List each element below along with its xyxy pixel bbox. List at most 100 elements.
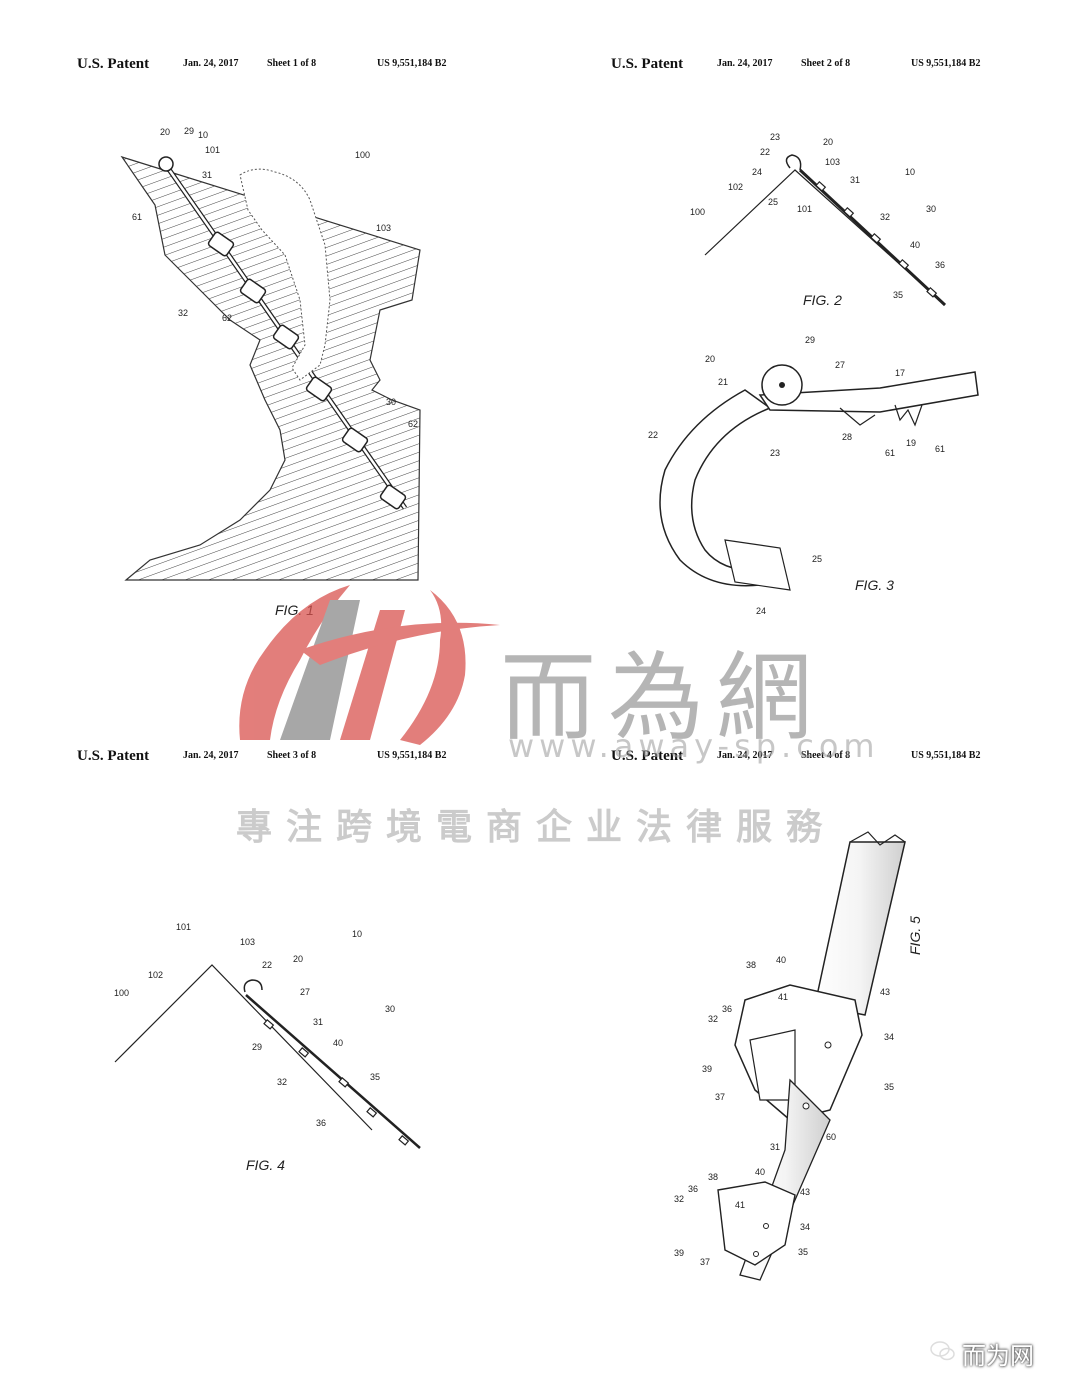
fig1-label: 20 bbox=[160, 127, 170, 137]
fig3-label: 24 bbox=[756, 606, 766, 616]
watermark-title: 而為網 bbox=[500, 642, 824, 754]
sheet2-patent: U.S. Patent bbox=[611, 56, 684, 72]
fig3-arm bbox=[758, 371, 979, 413]
fig1-roof-hatch bbox=[120, 155, 421, 581]
fig5-label: 37 bbox=[700, 1257, 710, 1267]
sheet2-header: U.S. Patent Jan. 24, 2017 Sheet 2 of 8 U… bbox=[611, 55, 980, 73]
fig1-label: 100 bbox=[355, 150, 370, 160]
fig5-label: 39 bbox=[702, 1064, 712, 1074]
fig1-drawing: 20 29 10 101 31 61 100 103 32 62 62 30 F… bbox=[120, 126, 421, 618]
fig2-label: 10 bbox=[905, 167, 915, 177]
fig5-label: 43 bbox=[800, 1187, 810, 1197]
sheet3-date: Jan. 24, 2017 bbox=[183, 750, 239, 761]
wechat-account-tag: 而为网 bbox=[962, 1342, 1034, 1370]
sheet3-sheet: Sheet 3 of 8 bbox=[267, 750, 317, 761]
sheet4-number: US 9,551,184 B2 bbox=[911, 750, 981, 761]
fig2-label: 25 bbox=[768, 197, 778, 207]
fig1-label: 62 bbox=[222, 313, 232, 323]
sheet2-number: US 9,551,184 B2 bbox=[911, 58, 981, 69]
fig4-label: 31 bbox=[313, 1017, 323, 1027]
fig4-label: 20 bbox=[293, 954, 303, 964]
fig2-label: 20 bbox=[823, 137, 833, 147]
fig3-label: 23 bbox=[770, 448, 780, 458]
fig5-tube bbox=[814, 841, 906, 1016]
fig4-label: 103 bbox=[240, 937, 255, 947]
fig1-label: 61 bbox=[132, 212, 142, 222]
fig5-label: 60 bbox=[826, 1132, 836, 1142]
sheet1-number: US 9,551,184 B2 bbox=[377, 58, 447, 69]
sheet4-header: U.S. Patent Jan. 24, 2017 Sheet 4 of 8 U… bbox=[611, 747, 980, 765]
fig3-label: 61 bbox=[935, 444, 945, 454]
fig5-label: 39 bbox=[674, 1248, 684, 1258]
sheet4-date: Jan. 24, 2017 bbox=[717, 750, 773, 761]
wechat-icon bbox=[930, 1341, 955, 1361]
fig5-label: 35 bbox=[798, 1247, 808, 1257]
fig5-label: 41 bbox=[735, 1200, 745, 1210]
fig5-step-small bbox=[717, 1181, 796, 1266]
fig2-title: FIG. 2 bbox=[803, 292, 842, 308]
fig4-label: 100 bbox=[114, 988, 129, 998]
fig3-label: 19 bbox=[906, 438, 916, 448]
watermark-slogan: 專注跨境電商企业法律服務 bbox=[236, 807, 837, 848]
fig2-label: 101 bbox=[797, 204, 812, 214]
fig4-title: FIG. 4 bbox=[246, 1157, 285, 1173]
fig1-label: 32 bbox=[178, 308, 188, 318]
fig2-label: 35 bbox=[893, 290, 903, 300]
fig4-label: 10 bbox=[352, 929, 362, 939]
fig5-label: 34 bbox=[884, 1032, 894, 1042]
fig4-label: 101 bbox=[176, 922, 191, 932]
fig4-label: 36 bbox=[316, 1118, 326, 1128]
fig2-label: 23 bbox=[770, 132, 780, 142]
fig3-label: 22 bbox=[648, 430, 658, 440]
fig5-label: 34 bbox=[800, 1222, 810, 1232]
fig3-drawing: 29 20 21 27 17 22 28 19 61 61 23 25 24 F… bbox=[648, 335, 979, 616]
fig1-label: 30 bbox=[386, 397, 396, 407]
fig3-label: 25 bbox=[812, 554, 822, 564]
fig4-label: 40 bbox=[333, 1038, 343, 1048]
fig4-label: 27 bbox=[300, 987, 310, 997]
fig2-label: 102 bbox=[728, 182, 743, 192]
fig1-label: 10 bbox=[198, 130, 208, 140]
fig4-label: 29 bbox=[252, 1042, 262, 1052]
fig3-label: 28 bbox=[842, 432, 852, 442]
fig4-drawing: 101 103 10 22 20 100 102 27 30 31 29 40 … bbox=[114, 922, 421, 1173]
fig1-label: 62 bbox=[408, 419, 418, 429]
fig5-label: 32 bbox=[708, 1014, 718, 1024]
fig2-hook bbox=[785, 154, 802, 171]
fig2-label: 100 bbox=[690, 207, 705, 217]
fig5-label: 36 bbox=[722, 1004, 732, 1014]
sheet3-number: US 9,551,184 B2 bbox=[377, 750, 447, 761]
fig3-label: 61 bbox=[885, 448, 895, 458]
fig2-label: 30 bbox=[926, 204, 936, 214]
fig1-label: 29 bbox=[184, 126, 194, 136]
fig5-label: 36 bbox=[688, 1184, 698, 1194]
fig4-label: 102 bbox=[148, 970, 163, 980]
watermark-url: www.away-sp.com bbox=[508, 727, 880, 765]
sheet1-header: U.S. Patent Jan. 24, 2017 Sheet 1 of 8 U… bbox=[77, 55, 446, 73]
fig5-label: 38 bbox=[708, 1172, 718, 1182]
sheet4-sheet: Sheet 4 of 8 bbox=[801, 750, 851, 761]
sheet1-patent: U.S. Patent bbox=[77, 56, 150, 72]
fig1-label: 101 bbox=[205, 145, 220, 155]
fig3-label: 17 bbox=[895, 368, 905, 378]
fig4-label: 22 bbox=[262, 960, 272, 970]
sheet2-sheet: Sheet 2 of 8 bbox=[801, 58, 851, 69]
fig3-label: 27 bbox=[835, 360, 845, 370]
fig4-label: 32 bbox=[277, 1077, 287, 1087]
fig2-label: 22 bbox=[760, 147, 770, 157]
watermark-logo bbox=[239, 585, 500, 745]
fig5-label: 31 bbox=[770, 1142, 780, 1152]
fig5-label: 43 bbox=[880, 987, 890, 997]
fig2-label: 32 bbox=[880, 212, 890, 222]
fig4-roof-line bbox=[114, 964, 373, 1131]
fig2-drawing: 23 20 22 103 24 102 10 100 25 101 31 32 … bbox=[690, 132, 947, 308]
fig4-label: 35 bbox=[370, 1072, 380, 1082]
fig3-label: 29 bbox=[805, 335, 815, 345]
sheet4-patent: U.S. Patent bbox=[611, 748, 684, 764]
fig3-label: 20 bbox=[705, 354, 715, 364]
fig2-label: 31 bbox=[850, 175, 860, 185]
fig5-drawing: 38 40 41 43 32 36 34 39 37 35 60 31 40 3… bbox=[674, 831, 923, 1281]
sheet2-date: Jan. 24, 2017 bbox=[717, 58, 773, 69]
fig2-label: 40 bbox=[910, 240, 920, 250]
